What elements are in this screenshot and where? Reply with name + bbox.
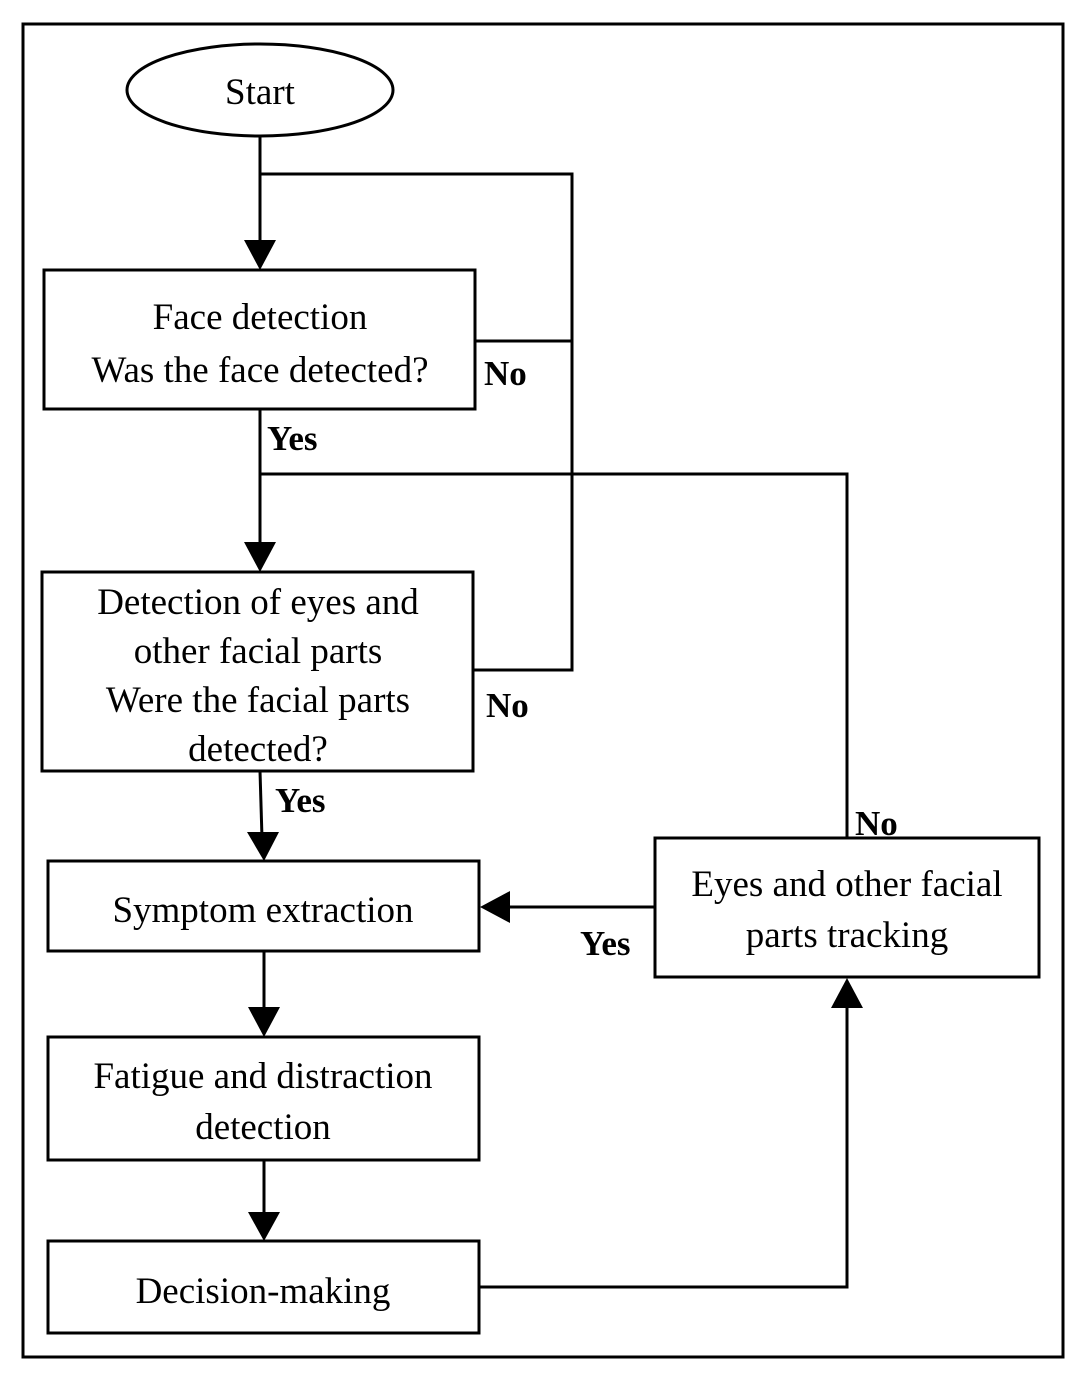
connector-decision-to-tracking — [479, 1000, 849, 1289]
connector-parts-no-loop — [473, 174, 574, 672]
facial-parts-line-4: detected? — [188, 729, 328, 770]
fatigue-detection-node: Fatigue and distraction detection — [46, 1035, 481, 1162]
arrowhead-symptom-from-tracking — [480, 891, 510, 923]
tracking-no-label: No — [855, 804, 898, 843]
tracking-node: Eyes and other facial parts tracking — [653, 836, 1041, 979]
facial-parts-line-2: other facial parts — [134, 631, 383, 672]
decision-making-label: Decision-making — [136, 1271, 391, 1312]
face-detection-line-2: Was the face detected? — [92, 350, 429, 391]
outer-frame — [21, 22, 1065, 1359]
arrowhead-decision — [248, 1212, 280, 1241]
connector-tracking-no-loop — [260, 472, 849, 838]
face-no-label: No — [484, 354, 527, 393]
connectors — [244, 136, 863, 1289]
face-detection-line-1: Face detection — [153, 297, 368, 338]
arrowhead-tracking — [831, 978, 863, 1008]
start-label: Start — [225, 72, 296, 113]
parts-yes-label: Yes — [275, 781, 326, 820]
arrowhead-symptom-extraction — [247, 832, 279, 861]
arrowhead-fatigue — [248, 1007, 280, 1037]
arrowhead-facial-parts — [244, 542, 276, 572]
facial-parts-line-1: Detection of eyes and — [97, 582, 419, 623]
face-yes-label: Yes — [267, 419, 318, 458]
parts-no-label: No — [486, 686, 529, 725]
tracking-yes-label: Yes — [580, 924, 631, 963]
fatigue-detection-line-2: detection — [195, 1107, 331, 1148]
symptom-extraction-label: Symptom extraction — [112, 890, 413, 931]
connector-parts-yes — [258, 770, 264, 839]
symptom-extraction-node: Symptom extraction — [46, 859, 481, 953]
tracking-line-1: Eyes and other facial — [691, 864, 1002, 905]
arrowhead-face-detection — [244, 240, 276, 270]
facial-parts-detection-node: Detection of eyes and other facial parts… — [40, 570, 475, 773]
decision-making-node: Decision-making — [46, 1239, 481, 1335]
fatigue-detection-line-1: Fatigue and distraction — [93, 1056, 432, 1097]
face-detection-node: Face detection Was the face detected? — [42, 268, 477, 411]
tracking-line-2: parts tracking — [746, 915, 948, 956]
facial-parts-line-3: Were the facial parts — [106, 680, 410, 721]
start-node: Start — [125, 42, 395, 138]
